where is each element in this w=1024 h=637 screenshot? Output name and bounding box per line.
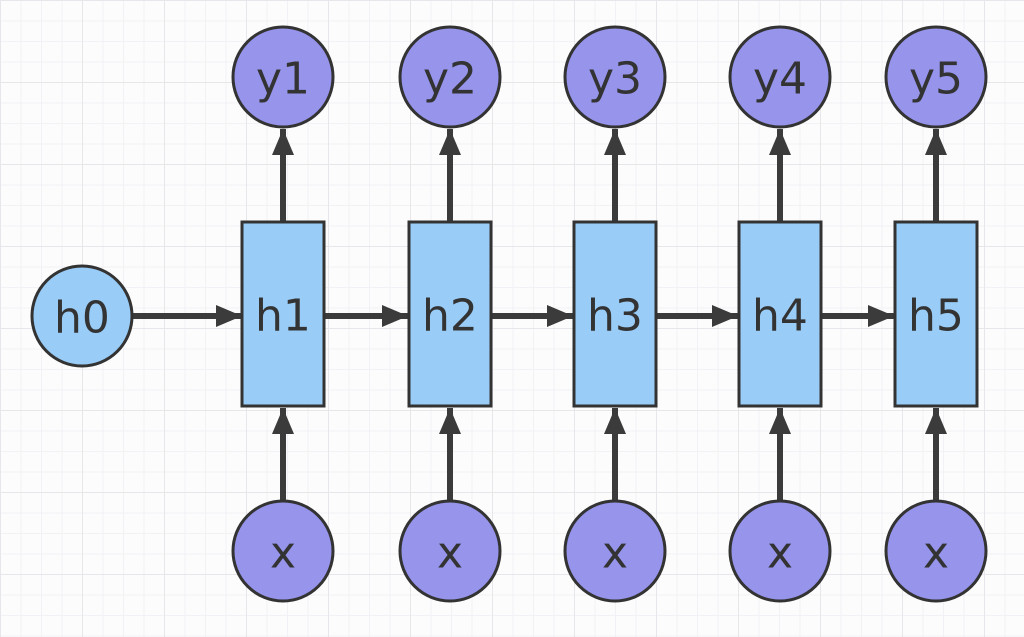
x4-circle: [728, 499, 832, 603]
y1-circle: [231, 25, 335, 129]
h3-rect: [572, 220, 658, 408]
nodes-layer: h0 h1 h2 h3 h4 h5 y1 y2 y3 y4 y5 x x x x x: [30, 25, 988, 603]
node-h0: h0: [30, 264, 134, 368]
y2-label: y2: [423, 54, 477, 105]
y4-circle: [728, 25, 832, 129]
y4-label: y4: [753, 54, 807, 105]
h1-label: h1: [255, 291, 311, 342]
node-y4: y4: [728, 25, 832, 129]
node-x5: x: [884, 499, 988, 603]
h2-rect: [407, 220, 493, 408]
x1-label: x: [270, 528, 296, 579]
node-x2: x: [398, 499, 502, 603]
y2-circle: [398, 25, 502, 129]
node-x1: x: [231, 499, 335, 603]
node-y5: y5: [884, 25, 988, 129]
h5-rect: [893, 220, 979, 408]
h1-rect: [240, 220, 326, 408]
h5-label: h5: [908, 291, 964, 342]
x5-circle: [884, 499, 988, 603]
x5-label: x: [923, 528, 949, 579]
h4-rect: [737, 220, 823, 408]
y3-circle: [563, 25, 667, 129]
y5-circle: [884, 25, 988, 129]
x3-label: x: [602, 528, 628, 579]
h0-circle: [30, 264, 134, 368]
x1-circle: [231, 499, 335, 603]
h0-label: h0: [54, 293, 110, 344]
node-x4: x: [728, 499, 832, 603]
x3-circle: [563, 499, 667, 603]
node-y3: y3: [563, 25, 667, 129]
x2-circle: [398, 499, 502, 603]
node-h3: h3: [572, 220, 658, 408]
x2-label: x: [437, 528, 463, 579]
node-y1: y1: [231, 25, 335, 129]
h3-label: h3: [587, 291, 643, 342]
node-h5: h5: [893, 220, 979, 408]
node-h4: h4: [737, 220, 823, 408]
h4-label: h4: [752, 291, 808, 342]
x4-label: x: [767, 528, 793, 579]
node-y2: y2: [398, 25, 502, 129]
y5-label: y5: [909, 54, 963, 105]
node-h2: h2: [407, 220, 493, 408]
node-h1: h1: [240, 220, 326, 408]
edges-layer: [132, 129, 947, 502]
h2-label: h2: [422, 291, 478, 342]
node-x3: x: [563, 499, 667, 603]
y1-label: y1: [256, 54, 310, 105]
y3-label: y3: [588, 54, 642, 105]
